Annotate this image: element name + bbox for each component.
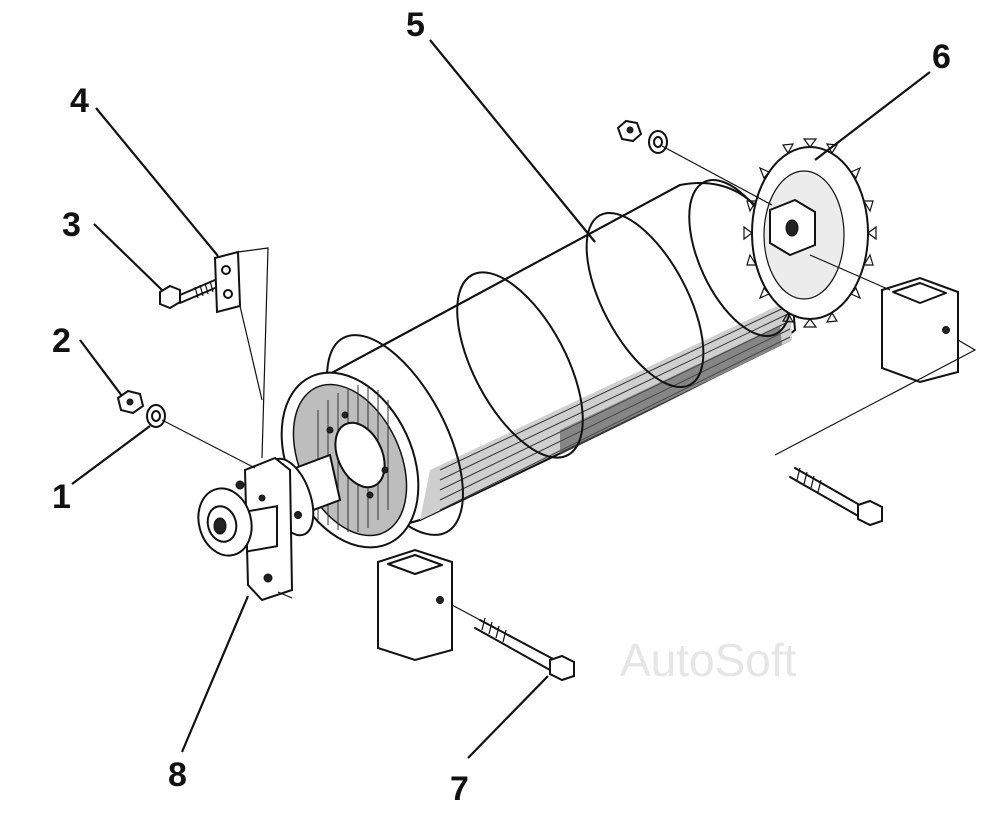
drive-sprocket bbox=[743, 138, 877, 328]
callout-6: 6 bbox=[932, 38, 951, 76]
leader-lines bbox=[71, 39, 931, 759]
nut-part-2 bbox=[116, 389, 145, 415]
callout-1: 1 bbox=[52, 478, 71, 516]
bolt-part-3 bbox=[159, 279, 216, 310]
support-post-right bbox=[881, 276, 959, 384]
roller-drum bbox=[299, 179, 797, 530]
callout-4: 4 bbox=[70, 82, 89, 120]
callout-8: 8 bbox=[168, 756, 187, 794]
nut-washer-rear bbox=[616, 119, 668, 154]
washer-part-1 bbox=[146, 404, 166, 428]
bolt-part-7 bbox=[474, 617, 575, 682]
plate-part-4 bbox=[213, 250, 242, 314]
assembly-lines bbox=[161, 145, 977, 621]
bolt-right bbox=[789, 467, 883, 527]
watermark-text: AutoSoft bbox=[620, 634, 797, 686]
callout-5: 5 bbox=[406, 6, 425, 44]
bearing-housing bbox=[197, 456, 294, 602]
callout-7: 7 bbox=[450, 770, 469, 808]
support-post-left bbox=[377, 548, 453, 662]
callout-2: 2 bbox=[52, 322, 71, 360]
callout-3: 3 bbox=[62, 206, 81, 244]
